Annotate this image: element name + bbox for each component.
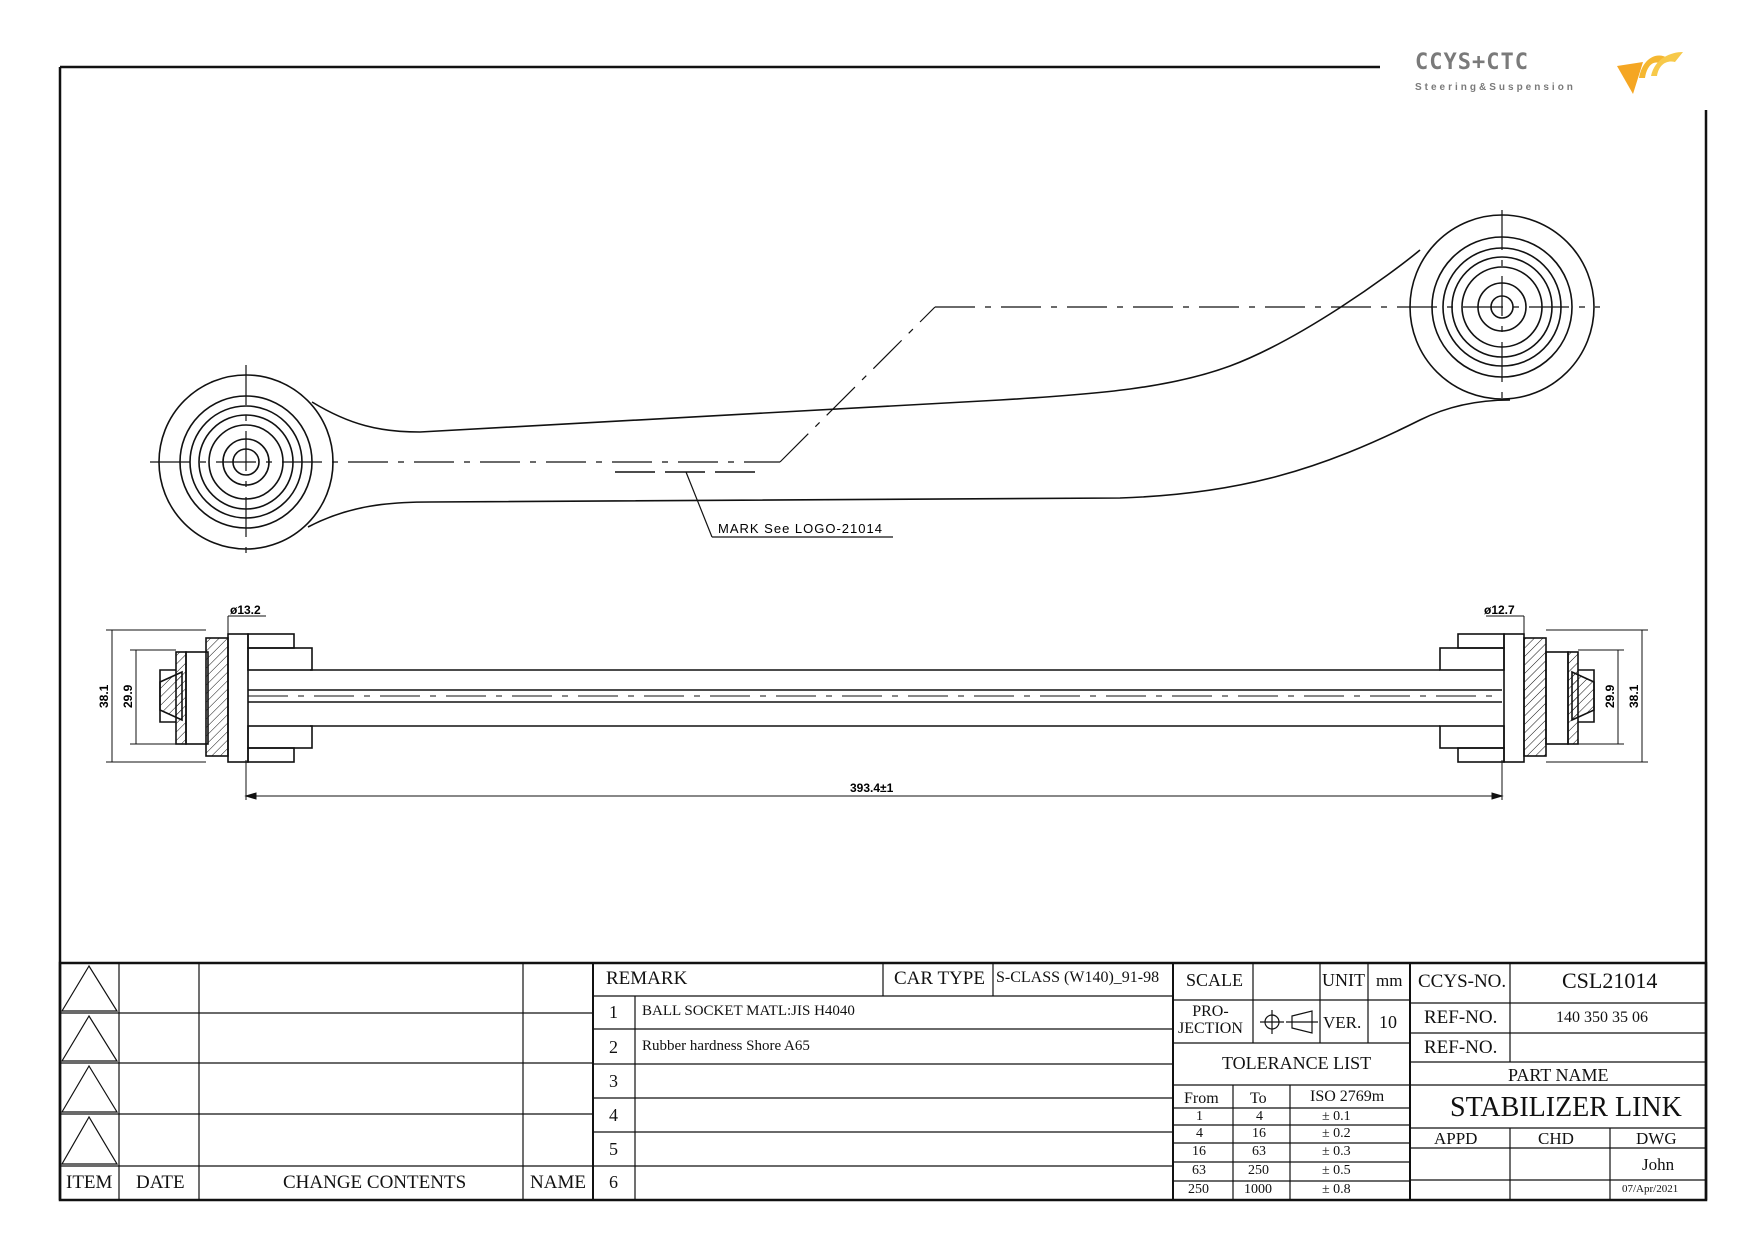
logo-brand: CCYS+CTC [1415, 50, 1529, 75]
logo-tagline: Steering&Suspension [1415, 82, 1576, 93]
chd-label: CHD [1538, 1129, 1574, 1148]
title-block-grid [58, 961, 1708, 1202]
dim-left-inner: 29.9 [121, 684, 135, 708]
remark-num-3: 3 [609, 1071, 618, 1091]
tol-from-5: 250 [1188, 1182, 1209, 1197]
ccys-no-label: CCYS-NO. [1418, 971, 1507, 992]
part-name: STABILIZER LINK [1450, 1092, 1682, 1123]
remark-num-6: 6 [609, 1172, 618, 1192]
remark-text-1: BALL SOCKET MATL:JIS H4040 [642, 1003, 855, 1019]
side-view [159, 633, 1595, 763]
tol-val-3: ± 0.3 [1322, 1144, 1351, 1159]
top-view [150, 210, 1600, 560]
dim-left-outer: 38.1 [97, 684, 111, 708]
rev-header-item: ITEM [66, 1172, 113, 1193]
ref-no-1-value: 140 350 35 06 [1556, 1009, 1648, 1026]
ver-value: 10 [1379, 1012, 1397, 1032]
dwg-label: DWG [1636, 1129, 1677, 1148]
tol-val-5: ± 0.8 [1322, 1182, 1351, 1197]
tol-to-4: 250 [1248, 1163, 1269, 1178]
dim-left-hole: ø13.2 [230, 603, 261, 617]
ref-no-2-label: REF-NO. [1424, 1037, 1498, 1058]
tol-to-1: 4 [1256, 1109, 1263, 1124]
tolerance-title: TOLERANCE LIST [1222, 1053, 1372, 1073]
unit-label: UNIT [1322, 970, 1365, 990]
mark-leader [685, 471, 893, 538]
remark-num-5: 5 [609, 1139, 618, 1159]
unit-value: mm [1376, 971, 1403, 990]
dim-right-inner: 29.9 [1603, 684, 1617, 708]
remark-num-1: 1 [609, 1002, 618, 1022]
tol-from-2: 4 [1196, 1126, 1203, 1141]
rev-header-change: CHANGE CONTENTS [283, 1172, 467, 1193]
tol-from-3: 16 [1192, 1144, 1206, 1159]
tol-val-1: ± 0.1 [1322, 1109, 1351, 1124]
tol-header-to: To [1250, 1090, 1267, 1107]
remark-text-2: Rubber hardness Shore A65 [642, 1038, 810, 1054]
dimension-lines [106, 615, 1648, 800]
remark-title: REMARK [606, 968, 688, 989]
appd-label: APPD [1434, 1129, 1478, 1148]
mark-note: MARK See LOGO-21014 [718, 521, 883, 536]
tol-to-2: 16 [1252, 1126, 1266, 1141]
dwg-date: 07/Apr/2021 [1622, 1183, 1679, 1195]
dim-right-outer: 38.1 [1627, 684, 1641, 708]
tol-val-4: ± 0.5 [1322, 1163, 1351, 1178]
projection-symbol-icon [1260, 1010, 1318, 1034]
tol-header-std: ISO 2769m [1310, 1088, 1385, 1105]
tol-from-1: 1 [1196, 1109, 1203, 1124]
tol-to-3: 63 [1252, 1144, 1266, 1159]
ccys-no-value: CSL21014 [1562, 968, 1658, 993]
rev-header-date: DATE [136, 1172, 185, 1193]
company-logo: CCYS+CTC Steering&Suspension [1415, 48, 1715, 98]
ref-no-1-label: REF-NO. [1424, 1007, 1498, 1028]
tol-header-from: From [1184, 1090, 1219, 1107]
remark-num-4: 4 [609, 1105, 618, 1125]
dim-right-hole: ø12.7 [1484, 603, 1515, 617]
projection-label: PRO- JECTION [1178, 1003, 1243, 1037]
tol-to-5: 1000 [1244, 1182, 1272, 1197]
remark-num-2: 2 [609, 1037, 618, 1057]
logo-mark-icon [1617, 52, 1683, 94]
car-type-value: S-CLASS (W140)_91-98 [996, 969, 1160, 986]
dwg-name: John [1642, 1155, 1675, 1174]
scale-label: SCALE [1186, 970, 1244, 990]
car-type-label: CAR TYPE [894, 968, 985, 989]
tol-val-2: ± 0.2 [1322, 1126, 1351, 1141]
dim-length: 393.4±1 [850, 781, 894, 795]
ver-label: VER. [1323, 1013, 1362, 1032]
rev-header-name: NAME [530, 1172, 586, 1193]
part-name-label: PART NAME [1508, 1065, 1609, 1085]
tol-from-4: 63 [1192, 1163, 1206, 1178]
